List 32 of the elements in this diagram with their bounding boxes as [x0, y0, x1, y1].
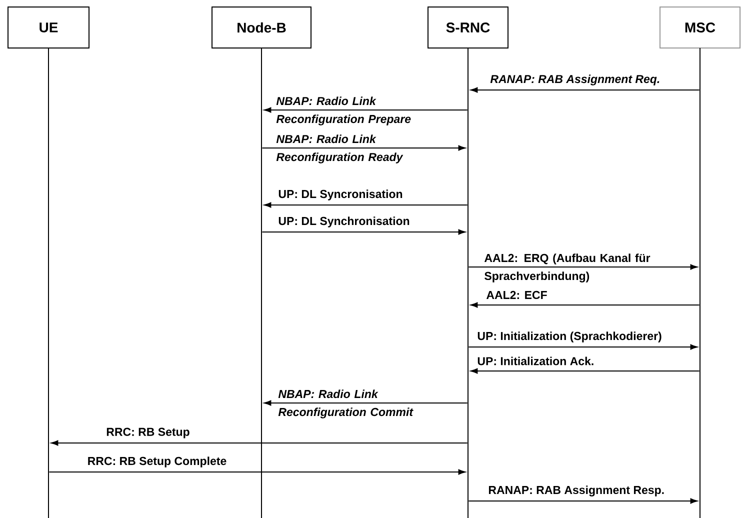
participant-box: UE: [8, 6, 90, 48]
participant-box: Node-B: [212, 6, 312, 48]
message-label: NBAP: Radio Link Reconfiguration Ready: [276, 134, 404, 164]
message-label: UP: Initialization Ack.: [478, 356, 594, 366]
message-arrow: [48, 469, 466, 475]
message-label: RRC: RB Setup Complete: [88, 456, 226, 468]
lifeline: [261, 48, 262, 518]
message-label: RANAP: RAB Assignment Req.: [490, 74, 660, 86]
message-arrow: [264, 400, 468, 406]
message-arrow: [264, 202, 468, 208]
message-arrow: [470, 87, 700, 93]
lifeline: [48, 48, 49, 518]
participant-box: S-RNC: [428, 6, 508, 48]
message-arrow: [262, 145, 466, 151]
message-label: AAL2: ERQ (Aufbau Kanal für Sprachverbindung): [484, 254, 650, 282]
message-arrow: [51, 440, 468, 446]
message-label: AAL2: ECF: [486, 290, 547, 300]
message-arrow: [470, 302, 700, 308]
message-arrow: [468, 264, 698, 270]
message-arrow: [262, 229, 466, 235]
message-arrow: [468, 498, 698, 504]
participant-box: MSC: [660, 6, 740, 48]
message-label: RRC: RB Setup: [106, 428, 190, 438]
message-arrow: [470, 368, 700, 374]
message-label: NBAP: Radio Link Reconfiguration Prepare: [276, 96, 411, 126]
message-label: RANAP: RAB Assignment Resp.: [488, 486, 664, 496]
message-arrow: [264, 107, 468, 113]
message-label: UP: DL Synchronisation: [278, 216, 410, 228]
message-label: UP: Initialization (Sprachkodierer): [478, 332, 662, 342]
message-arrow: [468, 344, 698, 350]
message-label: UP: DL Syncronisation: [278, 190, 402, 200]
message-label: NBAP: Radio Link Reconfiguration Commit: [278, 390, 414, 418]
